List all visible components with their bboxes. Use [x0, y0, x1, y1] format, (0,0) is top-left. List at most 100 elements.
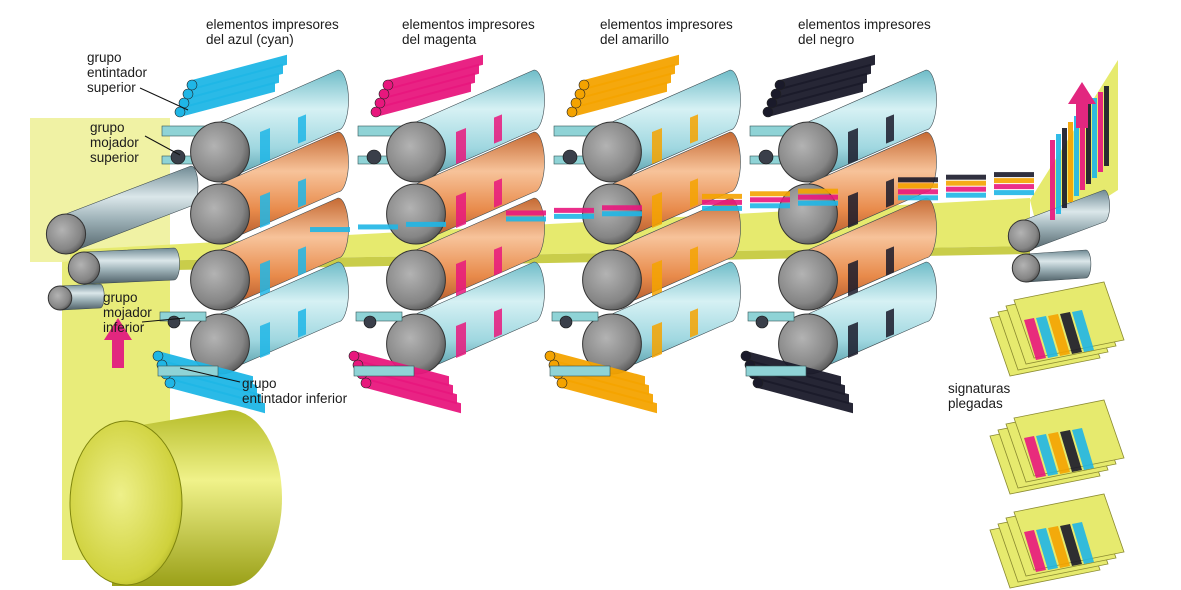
ink-mark: [260, 259, 270, 297]
label-upper-inking-group: grupo entintador superior: [87, 50, 147, 95]
label-line: entintador inferior: [242, 391, 348, 406]
lower-blanket-cylinder: [386, 197, 545, 311]
ink-mark: [260, 321, 270, 359]
web-print-strip: [798, 194, 838, 200]
web-print-strip: [798, 188, 838, 194]
label-line: mojador: [90, 135, 139, 150]
web-print-strip: [994, 190, 1034, 196]
label-upper-dampening-group: grupo mojador superior: [90, 120, 139, 165]
ink-mark: [848, 127, 858, 165]
label-black-unit: elementos impresores del negro: [798, 17, 931, 47]
ink-mark: [298, 308, 306, 338]
lower-blanket-cylinder: [778, 197, 937, 311]
web-print-strip: [798, 200, 838, 206]
label-line: elementos impresores: [206, 17, 339, 32]
label-line: signaturas: [948, 381, 1011, 396]
label-magenta-unit: elementos impresores del magenta: [402, 17, 535, 47]
damping-roller: [167, 315, 181, 329]
label-line: elementos impresores: [600, 17, 733, 32]
lower-ink-rail: [157, 365, 219, 377]
ink-mark: [886, 178, 894, 208]
exit-color-bar: [1050, 140, 1055, 220]
signature-color-band: [1048, 314, 1070, 356]
ink-mark: [652, 321, 662, 359]
damping-roller: [559, 315, 573, 329]
upper-ink-rollers: [370, 54, 483, 118]
signature-color-band: [1036, 528, 1058, 570]
web-feed-arrow-icon: [104, 318, 132, 368]
ink-mark: [690, 114, 698, 144]
web-print-strip: [702, 193, 742, 199]
exit-color-bar: [1104, 86, 1109, 166]
ink-mark: [690, 246, 698, 276]
exit-color-bar: [1062, 128, 1067, 208]
lower-plate-cylinder: [582, 261, 741, 375]
ink-mark: [848, 191, 858, 229]
web-print-strip: [358, 224, 398, 230]
lower-damping-rail: [355, 311, 403, 322]
signature-stack: [989, 399, 1125, 495]
exit-color-bar: [1098, 92, 1103, 172]
label-cyan-unit: elementos impresores del azul (cyan): [206, 17, 339, 47]
upper-plate-cylinder: [582, 69, 741, 183]
signature-color-band: [1072, 310, 1094, 352]
guide-roller: [45, 165, 199, 255]
paper-reel: [69, 410, 282, 586]
label-line: del magenta: [402, 32, 477, 47]
label-lower-dampening-group: grupo mojador inferior: [103, 290, 152, 335]
ink-mark: [652, 127, 662, 165]
lower-damping-rail: [747, 311, 795, 322]
label-line: grupo: [90, 120, 125, 135]
lower-ink-rail: [745, 365, 807, 377]
label-line: elementos impresores: [798, 17, 931, 32]
lower-ink-rail: [549, 365, 611, 377]
signature-color-band: [1048, 526, 1070, 568]
damping-roller: [758, 149, 774, 165]
web-print-strip: [750, 197, 790, 203]
ink-mark: [456, 321, 466, 359]
ink-mark: [456, 191, 466, 229]
web-print-strip: [898, 177, 938, 183]
damping-roller: [366, 149, 382, 165]
signature-color-band: [1060, 312, 1082, 354]
signature-stack: [989, 281, 1125, 377]
lower-ink-rail: [353, 365, 415, 377]
web-print-strip: [310, 227, 350, 233]
upper-ink-rollers: [762, 54, 875, 118]
label-folded-signatures: signaturas plegadas: [948, 381, 1010, 411]
exit-color-bar: [1086, 104, 1091, 184]
printed-web-strips: [310, 172, 1034, 233]
ink-mark: [886, 308, 894, 338]
guide-rollers: [45, 165, 1110, 311]
web-print-strip: [898, 183, 938, 189]
lower-plate-cylinder: [386, 261, 545, 375]
upper-plate-cylinder: [778, 69, 937, 183]
web-print-strip: [750, 191, 790, 197]
upper-blanket-cylinder: [190, 131, 349, 245]
web-print-strip: [994, 178, 1034, 184]
label-line: mojador: [103, 305, 152, 320]
web-print-strip: [994, 184, 1034, 190]
signature-color-band: [1036, 434, 1058, 476]
web-direction-arrow-icon: [1068, 82, 1096, 128]
ink-mark: [456, 259, 466, 297]
upper-plate-cylinder: [386, 69, 545, 183]
ink-mark: [652, 191, 662, 229]
guide-roller: [67, 247, 180, 285]
lower-damping-rail: [159, 311, 207, 322]
lower-blanket-cylinder: [582, 197, 741, 311]
magenta-unit: [348, 54, 545, 414]
cyan-unit: [152, 54, 349, 414]
ink-mark: [298, 114, 306, 144]
web-print-strip: [898, 195, 938, 201]
printed-exit-sheet: [1050, 82, 1109, 220]
exit-color-bar: [1056, 134, 1061, 214]
label-yellow-unit: elementos impresores del amarillo: [600, 17, 733, 47]
web-print-strip: [898, 189, 938, 195]
signature-stack: [989, 493, 1125, 589]
upper-blanket-cylinder: [386, 131, 545, 245]
guide-roller: [1007, 189, 1110, 253]
lower-ink-rollers: [348, 350, 461, 414]
web-print-strip: [702, 205, 742, 211]
ink-mark: [494, 308, 502, 338]
